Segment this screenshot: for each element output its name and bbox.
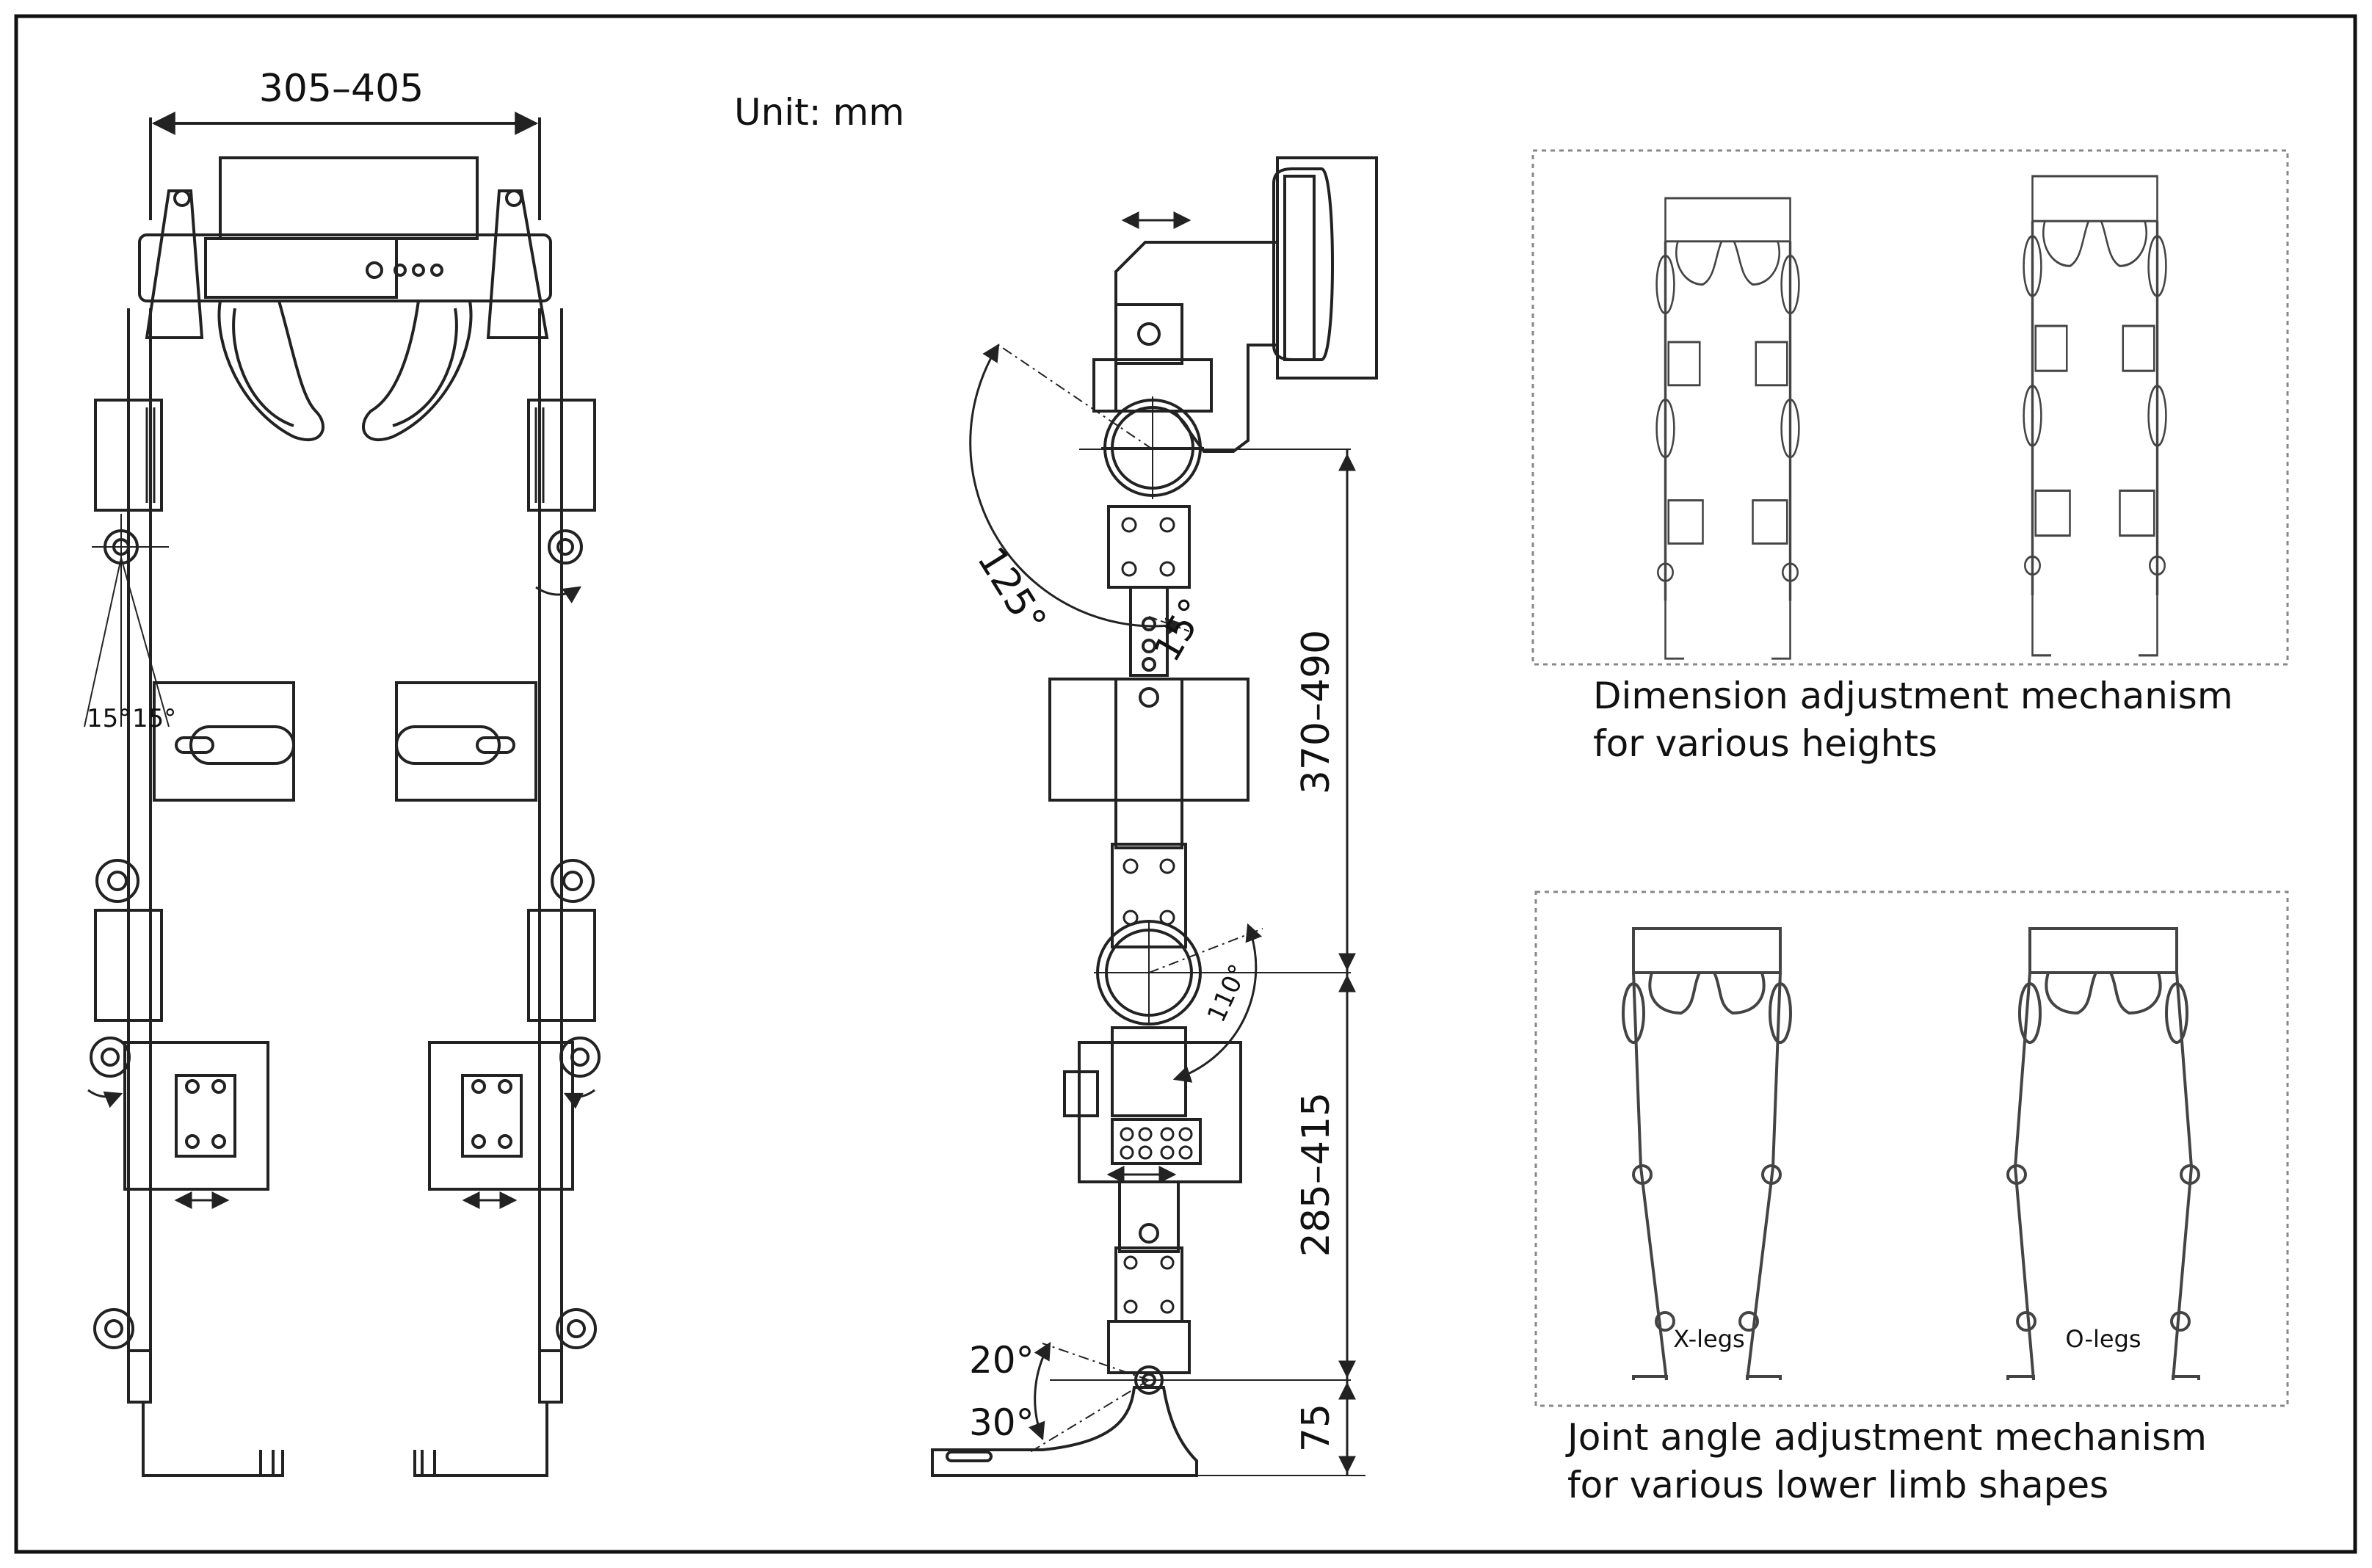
height-caption-line2: for various heights <box>1593 722 1937 765</box>
height-adjustment-legs-short <box>1655 197 1801 661</box>
shape-caption-line2: for various lower limb shapes <box>1567 1464 2108 1506</box>
height-adjustment-legs-tall <box>2024 176 2166 656</box>
o-legs-label: O-legs <box>2065 1325 2141 1353</box>
front-view <box>84 112 601 1477</box>
hip-abduction-label: 15° <box>1145 591 1215 669</box>
side-view <box>931 156 1378 1477</box>
o-legs-diagram <box>2006 927 2200 1381</box>
shape-caption-line1: Joint angle adjustment mechanism <box>1565 1416 2207 1459</box>
unit-label: Unit: mm <box>734 91 904 134</box>
ankle-dorsi-label: 20° <box>969 1339 1034 1382</box>
shank-length-label: 285–415 <box>1294 1092 1338 1257</box>
figure-frame <box>14 14 2357 1554</box>
ankle-height-label: 75 <box>1294 1404 1338 1452</box>
hip-angle-left-label: 15° <box>87 704 131 733</box>
x-legs-label: X-legs <box>1673 1325 1744 1353</box>
hip-angle-right-label: 15° <box>132 704 176 733</box>
height-caption-line1: Dimension adjustment mechanism <box>1593 675 2233 717</box>
ankle-plantar-label: 30° <box>969 1401 1034 1444</box>
x-legs-diagram <box>1622 927 1792 1381</box>
hip-range-label: 125° <box>968 540 1054 641</box>
thigh-length-label: 370–490 <box>1294 630 1338 795</box>
height-adjustment-panel <box>1531 149 2289 666</box>
shape-adjustment-panel <box>1534 890 2289 1407</box>
width-dimension-label: 305–405 <box>259 67 424 111</box>
